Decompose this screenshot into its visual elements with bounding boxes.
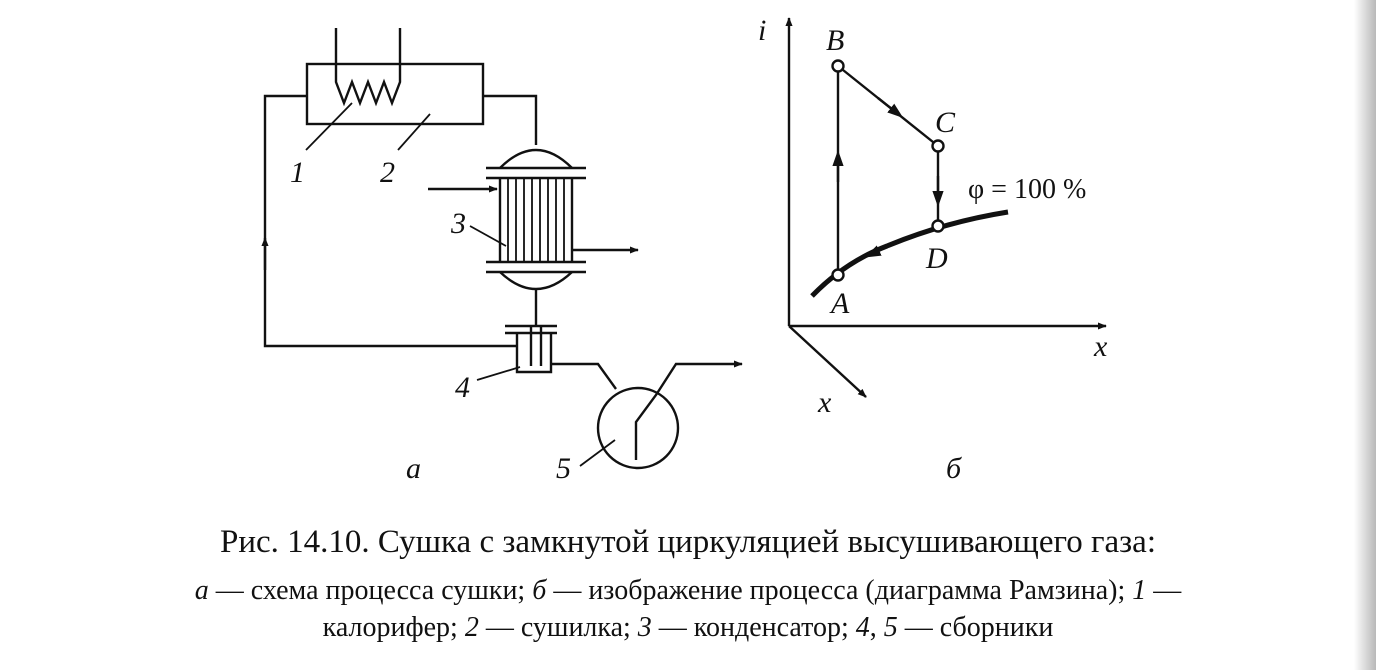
condenser xyxy=(486,148,586,291)
leader-2 xyxy=(397,113,431,151)
axis-x-right-label: x xyxy=(1093,330,1108,363)
label-1-heater: 1 xyxy=(290,156,305,189)
saturation-curve-label: φ = 100 % xyxy=(968,174,1086,205)
caption-legend-line-1: а — схема процесса сушки; б — изображени… xyxy=(0,575,1376,607)
leader-1 xyxy=(305,102,353,151)
leader-5 xyxy=(579,439,616,467)
caption-num-2: 2 xyxy=(464,612,479,643)
axis-x-diag-label: x xyxy=(817,386,832,419)
axis-i-label: i xyxy=(758,14,766,47)
panel-label-b: б xyxy=(946,452,962,485)
ramzin-diagram xyxy=(785,17,1107,398)
caption-dryer: — сушилка; xyxy=(478,612,638,643)
panel-label-a: a xyxy=(406,452,421,485)
caption-num-4: 4 xyxy=(855,612,870,643)
point-D xyxy=(931,219,945,233)
caption-heater: калорифер; xyxy=(322,612,465,643)
arrow-D-A xyxy=(864,242,894,258)
leader-4 xyxy=(476,366,521,381)
caption-b-text: — изображение процесса (диаграмма Рамзин… xyxy=(546,575,1133,606)
caption-legend-line-2: калорифер; 2 — сушилка; 3 — конденсатор;… xyxy=(0,612,1376,644)
caption-a: а xyxy=(194,575,209,606)
label-4-collector: 4 xyxy=(455,371,470,404)
dryer-body xyxy=(305,62,485,126)
caption-condenser: — конденсатор; xyxy=(651,612,856,643)
caption-b: б xyxy=(532,575,547,606)
point-label-C: C xyxy=(935,106,956,139)
point-label-D: D xyxy=(925,242,948,275)
point-label-A: A xyxy=(829,287,850,320)
return-pipe xyxy=(263,94,517,348)
point-label-B: B xyxy=(826,24,844,57)
collector-5 xyxy=(596,386,680,470)
arrow-B-C xyxy=(877,97,904,118)
collector-5-vent-pipe xyxy=(634,360,743,460)
heater-coil xyxy=(334,28,402,107)
figure-drawing: 1 2 3 4 5 a i x x A B C D xyxy=(261,14,1108,485)
caption-line1-end: — xyxy=(1146,575,1182,606)
point-B xyxy=(831,59,845,73)
saturation-curve xyxy=(810,209,1009,298)
caption-num-3: 3 xyxy=(637,612,652,643)
label-3-condenser: 3 xyxy=(450,207,466,240)
caption-num-5: 5 xyxy=(883,612,898,643)
point-C xyxy=(931,139,945,153)
caption-a-text: — схема процесса сушки; xyxy=(208,575,533,606)
caption-collectors: — сборники xyxy=(897,612,1054,643)
drain-to-collector-5 xyxy=(551,362,617,390)
axis-x-diagonal xyxy=(788,325,867,398)
caption-title: Рис. 14.10. Сушка с замкнутой циркуляцие… xyxy=(220,524,1156,560)
caption-comma: , xyxy=(869,612,884,643)
label-2-dryer: 2 xyxy=(380,156,395,189)
drying-scheme xyxy=(261,28,743,470)
leader-3 xyxy=(469,225,507,247)
point-A xyxy=(831,268,845,282)
dryer-outlet-pipe xyxy=(483,94,538,145)
caption-num-1: 1 xyxy=(1132,575,1147,606)
scan-shadow-edge xyxy=(1354,0,1376,670)
collector-4 xyxy=(505,324,557,374)
label-5-collector: 5 xyxy=(556,452,571,485)
